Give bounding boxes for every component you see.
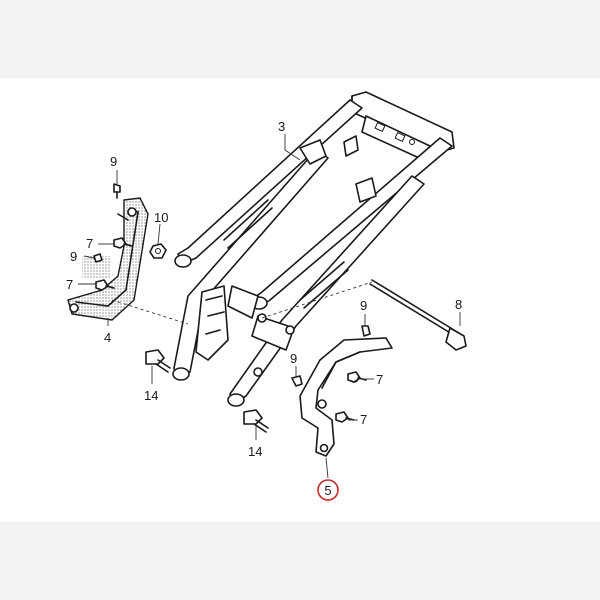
fasteners bbox=[93, 183, 371, 433]
callout-14: 14 bbox=[144, 388, 158, 403]
leader-lines bbox=[78, 134, 461, 479]
through-bolt-part-8 bbox=[261, 279, 467, 351]
callout-7: 7 bbox=[66, 277, 73, 292]
callout-9: 9 bbox=[70, 249, 77, 264]
frame-exploded-diagram: 3 9 10 9 7 7 4 14 8 9 7 9 7 14 5 bbox=[66, 91, 467, 501]
bracket-part-5 bbox=[299, 337, 393, 457]
diagram-canvas: 3 9 10 9 7 7 4 14 8 9 7 9 7 14 5 bbox=[0, 78, 600, 522]
callout-9: 9 bbox=[360, 298, 367, 313]
callout-7: 7 bbox=[86, 236, 93, 251]
bracket-part-4 bbox=[67, 197, 189, 325]
callout-9: 9 bbox=[290, 351, 297, 366]
callout-3: 3 bbox=[278, 119, 285, 134]
callout-7: 7 bbox=[376, 372, 383, 387]
callout-8: 8 bbox=[455, 297, 462, 312]
callout-14: 14 bbox=[248, 444, 262, 459]
callout-9: 9 bbox=[110, 154, 117, 169]
callout-7: 7 bbox=[360, 412, 367, 427]
callout-labels: 3 9 10 9 7 7 4 14 8 9 7 9 7 14 5 bbox=[66, 119, 462, 501]
callout-10: 10 bbox=[154, 210, 168, 225]
callout-4: 4 bbox=[104, 330, 111, 345]
highlight-ring bbox=[317, 479, 339, 501]
callout-5-highlighted: 5 bbox=[324, 483, 331, 498]
subframe-part-3 bbox=[172, 91, 455, 407]
